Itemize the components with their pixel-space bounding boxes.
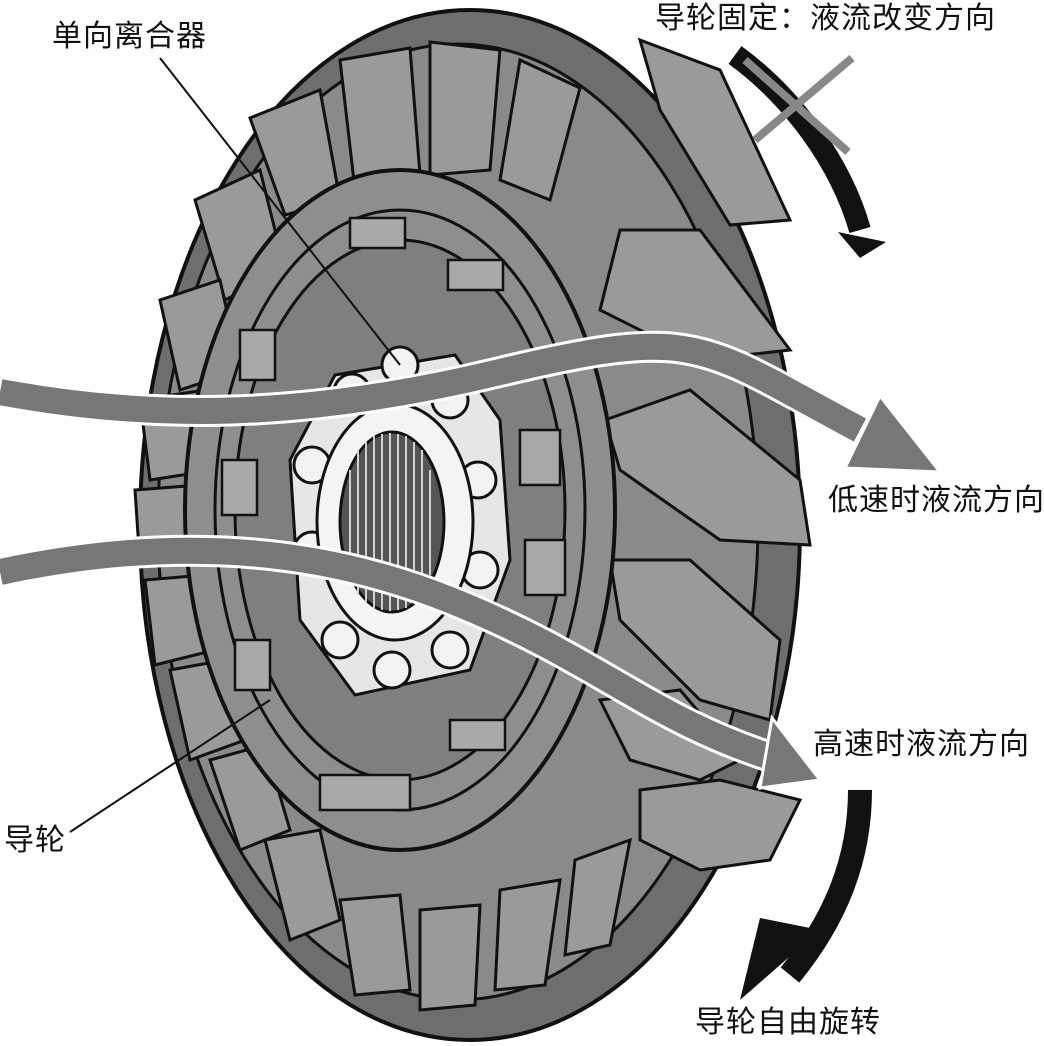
- free-rotation-arrow: [740, 789, 872, 1000]
- blocked-rotation-arrow: [728, 46, 886, 258]
- low-speed-flow-label: 低速时液流方向: [828, 483, 1044, 518]
- one-way-clutch-label: 单向离合器: [52, 19, 207, 54]
- ring-notches: [220, 216, 567, 812]
- high-speed-flow-arrow: [0, 534, 823, 790]
- high-speed-flow-label: 高速时液流方向: [813, 727, 1030, 762]
- stator-label: 导轮: [4, 823, 66, 858]
- leader-lines: [69, 57, 401, 833]
- stator-wheel: [133, 8, 812, 1042]
- stator-free-label: 导轮自由旋转: [695, 1005, 881, 1040]
- low-speed-flow-arrow: [0, 330, 944, 474]
- cross-mark-icon: [742, 54, 855, 155]
- stator-fixed-label: 导轮固定：液流改变方向: [655, 1, 996, 36]
